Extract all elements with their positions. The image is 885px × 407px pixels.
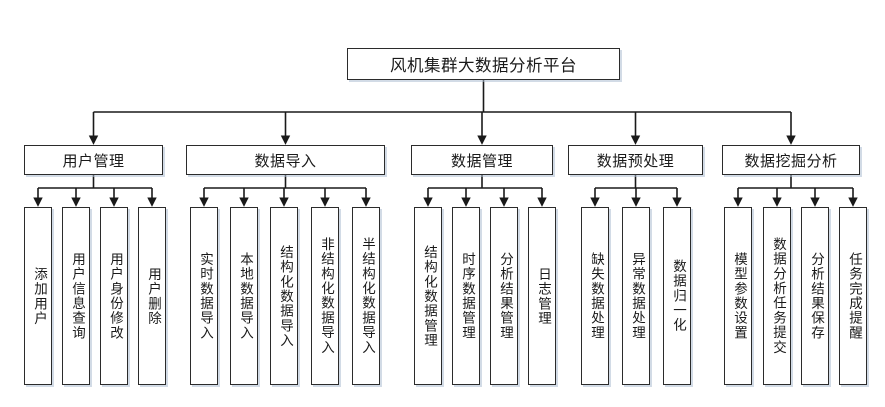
leaf-node-3-3[interactable]: 分析结果管理 xyxy=(490,207,518,385)
leaf-node-4-2-label: 异常数据处理 xyxy=(628,251,645,341)
leaf-node-1-4-label: 用户删除 xyxy=(144,266,161,326)
leaf-node-2-2[interactable]: 本地数据导入 xyxy=(230,207,258,385)
leaf-node-4-1-label: 缺失数据处理 xyxy=(587,251,604,341)
leaf-node-1-1-label: 添加用户 xyxy=(30,266,47,326)
leaf-node-4-3-label: 数据归一化 xyxy=(669,259,686,333)
leaf-node-2-1[interactable]: 实时数据导入 xyxy=(190,207,218,385)
leaf-node-3-1-label: 结构化数据管理 xyxy=(420,244,437,348)
leaf-node-5-3-label: 分析结果保存 xyxy=(807,251,824,341)
branch-node-1-label: 用户管理 xyxy=(62,151,125,170)
leaf-node-1-3[interactable]: 用户身份修改 xyxy=(100,207,128,385)
leaf-node-5-4-label: 任务完成提醒 xyxy=(845,251,862,341)
leaf-node-2-5-label: 半结构化数据导入 xyxy=(358,237,375,355)
leaf-node-1-3-label: 用户身份修改 xyxy=(106,251,123,341)
leaf-node-1-2-label: 用户信息查询 xyxy=(68,251,85,341)
leaf-node-3-2-label: 时序数据管理 xyxy=(458,251,475,341)
branch-node-1[interactable]: 用户管理 xyxy=(24,145,163,175)
leaf-node-5-2-label: 数据分析任务提交 xyxy=(769,237,786,355)
leaf-node-3-4-label: 日志管理 xyxy=(534,266,551,326)
leaf-node-3-3-label: 分析结果管理 xyxy=(496,251,513,341)
leaf-node-5-1-label: 模型参数设置 xyxy=(730,251,747,341)
branch-node-4-label: 数据预处理 xyxy=(596,151,675,170)
leaf-node-1-4[interactable]: 用户删除 xyxy=(138,207,166,385)
leaf-node-5-1[interactable]: 模型参数设置 xyxy=(724,207,752,385)
branch-node-3-label: 数据管理 xyxy=(450,151,513,170)
branch-node-4[interactable]: 数据预处理 xyxy=(568,145,703,175)
leaf-node-4-2[interactable]: 异常数据处理 xyxy=(622,207,650,385)
branch-node-3[interactable]: 数据管理 xyxy=(411,145,553,175)
branch-node-5-label: 数据挖掘分析 xyxy=(744,151,838,170)
leaf-node-1-2[interactable]: 用户信息查询 xyxy=(62,207,90,385)
leaf-node-2-5[interactable]: 半结构化数据导入 xyxy=(352,207,380,385)
branch-node-2-label: 数据导入 xyxy=(254,151,317,170)
leaf-node-2-3[interactable]: 结构化数据导入 xyxy=(270,207,298,385)
leaf-node-2-4-label: 非结构化数据导入 xyxy=(317,237,334,355)
leaf-node-3-1[interactable]: 结构化数据管理 xyxy=(414,207,442,385)
leaf-node-5-4[interactable]: 任务完成提醒 xyxy=(839,207,867,385)
leaf-node-1-1[interactable]: 添加用户 xyxy=(24,207,52,385)
leaf-node-4-1[interactable]: 缺失数据处理 xyxy=(581,207,609,385)
root-node[interactable]: 风机集群大数据分析平台 xyxy=(347,48,620,80)
leaf-node-2-2-label: 本地数据导入 xyxy=(236,251,253,341)
branch-node-2[interactable]: 数据导入 xyxy=(186,145,385,175)
branch-node-5[interactable]: 数据挖掘分析 xyxy=(722,145,860,175)
leaf-node-5-2[interactable]: 数据分析任务提交 xyxy=(763,207,791,385)
leaf-node-2-3-label: 结构化数据导入 xyxy=(276,244,293,348)
leaf-node-2-1-label: 实时数据导入 xyxy=(196,251,213,341)
leaf-node-3-4[interactable]: 日志管理 xyxy=(528,207,556,385)
leaf-node-5-3[interactable]: 分析结果保存 xyxy=(801,207,829,385)
leaf-node-2-4[interactable]: 非结构化数据导入 xyxy=(311,207,339,385)
leaf-node-4-3[interactable]: 数据归一化 xyxy=(663,207,691,385)
leaf-node-3-2[interactable]: 时序数据管理 xyxy=(452,207,480,385)
root-node-label: 风机集群大数据分析平台 xyxy=(390,56,577,75)
